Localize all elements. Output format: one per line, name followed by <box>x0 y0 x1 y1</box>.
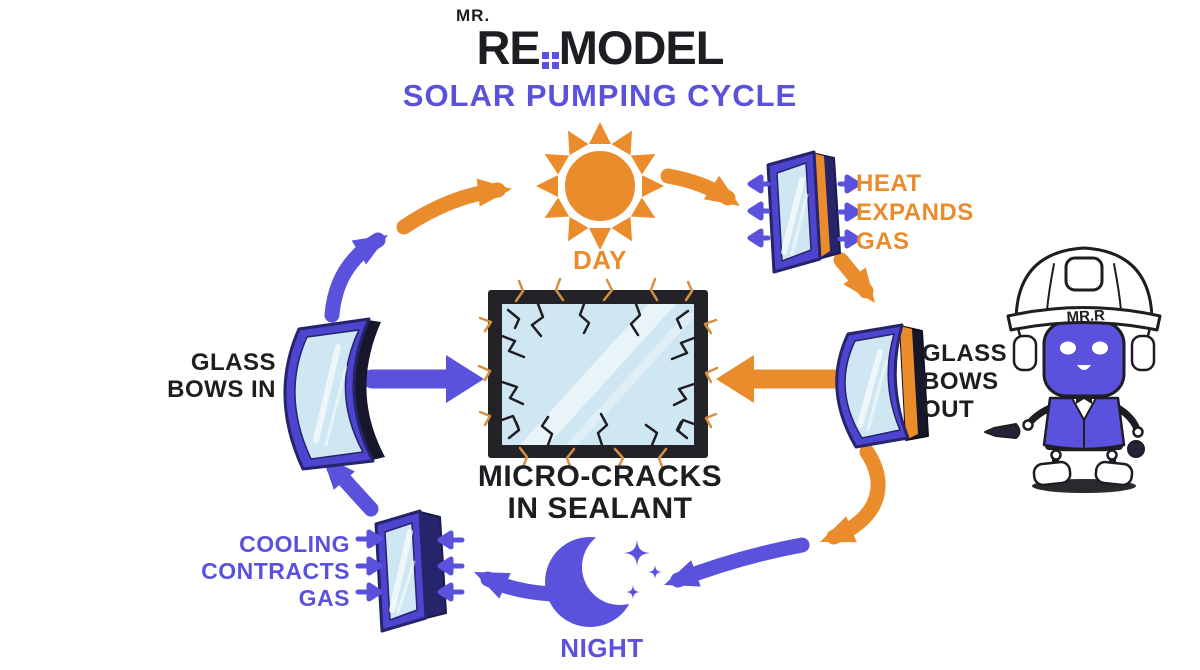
day-label: DAY <box>572 245 627 275</box>
page-title: SOLAR PUMPING CYCLE <box>402 78 798 113</box>
heat-window-icon <box>747 150 861 274</box>
brand-name-re: RE <box>476 21 559 74</box>
helmet-label: MR.R <box>1066 307 1105 326</box>
arrow-heat-to-bows-out <box>833 252 875 303</box>
mascot-robot-illustration: MR.R <box>984 246 1162 493</box>
glass-bows-out-window-icon <box>835 323 929 449</box>
glass-bows-in-window-icon <box>283 317 385 471</box>
arrow-arc-to-sun <box>396 178 512 235</box>
heat-expands-gas-label: HEAT EXPANDS GAS <box>856 170 974 255</box>
contract-arrows <box>355 529 465 602</box>
cooling-contracts-gas-label: COOLING CONTRACTS GAS <box>201 531 350 611</box>
micro-cracks-label: MICRO-CRACKS IN SEALANT <box>477 460 723 525</box>
arrow-sun-to-heat-window <box>660 168 740 206</box>
glass-cracks <box>500 302 696 447</box>
moon-icon <box>545 529 662 627</box>
arrow-to-moon <box>664 537 810 588</box>
cracked-window-icon <box>477 277 719 471</box>
arrow-moon-to-cooling-window <box>474 571 560 602</box>
glass-bows-out-label: GLASS BOWS OUT <box>922 340 1008 423</box>
night-label: NIGHT <box>560 633 644 663</box>
expand-arrows <box>747 174 861 249</box>
arrow-bows-out-to-center <box>716 355 855 403</box>
glass-bows-in-label: GLASS BOWS IN <box>167 349 276 403</box>
window-grid-icon <box>541 52 559 69</box>
sealant-cracks <box>477 277 719 471</box>
arrow-bows-in-to-center <box>362 355 484 403</box>
sun-icon <box>536 122 664 250</box>
cooling-window-icon <box>355 509 465 633</box>
brand-prefix: MR. <box>456 6 491 25</box>
brand-name-model: MODEL <box>558 21 725 74</box>
arrow-bows-out-to-night <box>820 444 886 545</box>
arrow-bows-in-to-top <box>324 232 388 323</box>
